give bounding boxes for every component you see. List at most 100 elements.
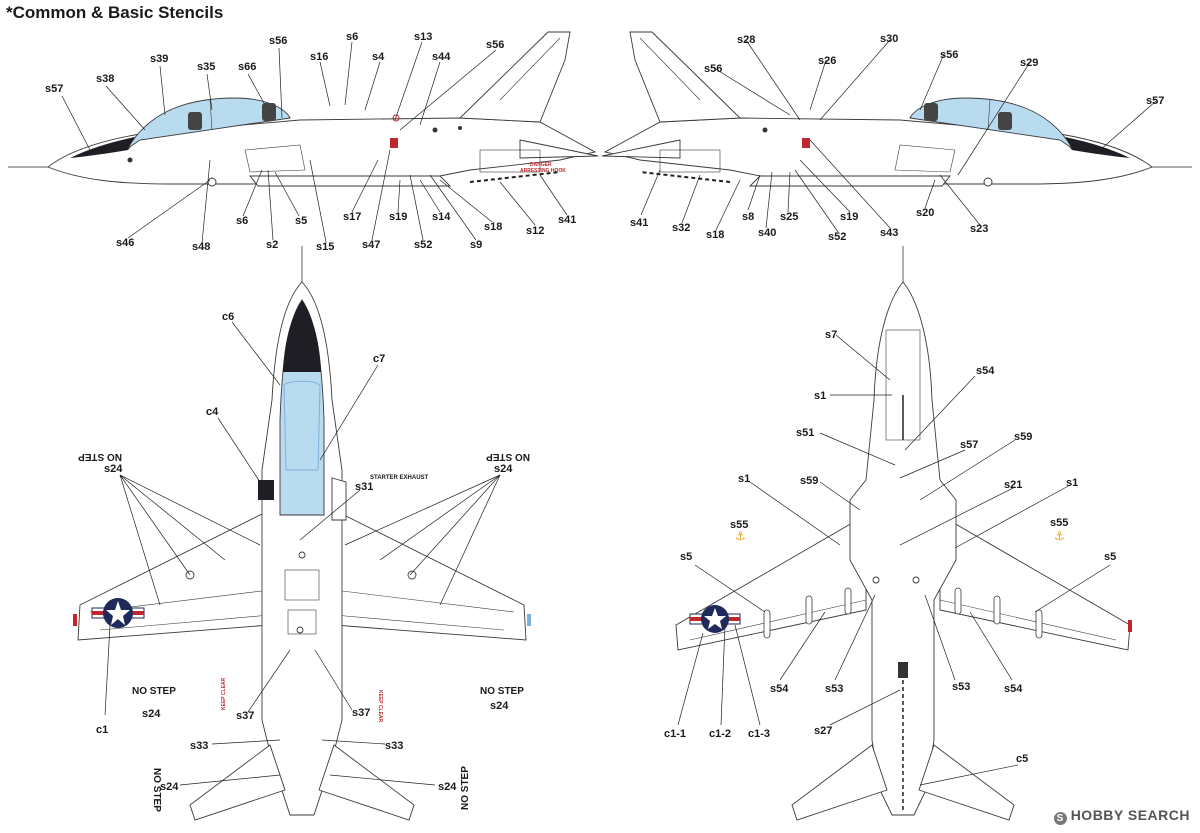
label-s7: s7 <box>825 329 837 341</box>
side-view-left: DANGER ARRESTING HOOK <box>8 31 599 187</box>
label-s14: s14 <box>432 211 451 223</box>
label-s40: s40 <box>758 227 776 239</box>
label-s17: s17 <box>343 211 361 223</box>
danger-text-left: DANGER <box>530 162 552 168</box>
label-s20: s20 <box>916 207 934 219</box>
label-s57: s57 <box>45 83 63 95</box>
label-s41b: s41 <box>630 217 648 229</box>
label-s54a: s54 <box>976 365 995 377</box>
label-s29: s29 <box>1020 57 1038 69</box>
label-s57c: s57 <box>960 439 978 451</box>
right-stab-top <box>318 744 415 821</box>
label-s48: s48 <box>192 241 210 253</box>
fuselage-left <box>47 117 597 185</box>
label-s12: s12 <box>526 225 544 237</box>
no-step-top-right: NO STEP <box>486 451 530 462</box>
label-s18: s18 <box>484 221 502 233</box>
label-s4: s4 <box>372 51 385 63</box>
label-s23: s23 <box>970 223 988 235</box>
label-s6: s6 <box>346 31 358 43</box>
label-s35: s35 <box>197 61 215 73</box>
label-s24d: s24 <box>490 700 509 712</box>
label-s39: s39 <box>150 53 168 65</box>
roundel-top <box>91 598 145 628</box>
label-layer: s57 s38 s39 s35 s66 s56 s16 s6 s4 s13 s4… <box>45 31 1164 793</box>
label-s33a: s33 <box>190 740 208 752</box>
label-c7: c7 <box>373 353 385 365</box>
label-s2: s2 <box>266 239 278 251</box>
label-s32: s32 <box>672 222 690 234</box>
label-s59b: s59 <box>800 475 818 487</box>
label-s44: s44 <box>432 51 451 63</box>
label-s24b: s24 <box>494 463 513 475</box>
label-s41: s41 <box>558 214 576 226</box>
hazard-mark-right: ⚓ <box>1054 529 1065 543</box>
label-s6b: s6 <box>236 215 248 227</box>
vertical-tail-left <box>458 31 571 123</box>
label-s37a: s37 <box>236 710 254 722</box>
label-s56c: s56 <box>704 63 722 75</box>
no-step-stab-right: NO STEP <box>460 766 471 810</box>
label-s5: s5 <box>295 215 307 227</box>
label-s31: s31 <box>355 481 373 493</box>
label-s30: s30 <box>880 33 898 45</box>
label-s1b: s1 <box>738 473 750 485</box>
keep-clear-left: KEEP CLEAR <box>221 677 227 710</box>
fuselage-bottom <box>849 281 957 816</box>
label-s54b: s54 <box>770 683 789 695</box>
label-s38: s38 <box>96 73 114 85</box>
right-wing-bottom <box>939 514 1131 651</box>
label-s5b: s5 <box>1104 551 1116 563</box>
label-c5: c5 <box>1016 753 1028 765</box>
anti-glare-top <box>283 300 321 372</box>
no-step-bottom-right: NO STEP <box>480 686 524 697</box>
top-view: KEEP CLEAR KEEP CLEAR NO STEP NO STEP NO… <box>73 246 531 821</box>
anti-glare-panel <box>70 136 140 158</box>
no-step-stab-left: NO STEP <box>151 768 162 812</box>
label-s57b: s57 <box>1146 95 1164 107</box>
label-s52b: s52 <box>828 231 846 243</box>
roundel-bottom <box>689 605 741 633</box>
label-s19: s19 <box>389 211 407 223</box>
label-s25: s25 <box>780 211 798 223</box>
stencil-s13-mark <box>390 138 398 148</box>
canopy-left <box>127 97 291 149</box>
label-s66: s66 <box>238 61 256 73</box>
left-wing-bottom <box>675 514 867 651</box>
label-s8: s8 <box>742 211 754 223</box>
label-s1c: s1 <box>1066 477 1078 489</box>
label-s24c: s24 <box>142 708 161 720</box>
label-s43: s43 <box>880 227 898 239</box>
keep-clear-right: KEEP CLEAR <box>377 690 383 723</box>
label-c6: c6 <box>222 311 234 323</box>
label-s16: s16 <box>310 51 328 63</box>
label-s37b: s37 <box>352 707 370 719</box>
bottom-view: ⚓ ⚓ <box>675 246 1132 821</box>
label-s21: s21 <box>1004 479 1022 491</box>
watermark-text: HOBBY SEARCH <box>1070 807 1190 823</box>
right-wing-top <box>333 509 527 641</box>
side-view-right <box>601 31 1192 187</box>
label-s26: s26 <box>818 55 836 67</box>
arresting-hook-text-left: ARRESTING HOOK <box>520 168 566 174</box>
label-c1-1: c1-1 <box>664 728 686 740</box>
stabilizer-left <box>519 139 599 159</box>
label-s27: s27 <box>814 725 832 737</box>
label-s54c: s54 <box>1004 683 1023 695</box>
page-title: *Common & Basic Stencils <box>6 3 224 22</box>
label-s5a: s5 <box>680 551 692 563</box>
label-s55b: s55 <box>1050 517 1068 529</box>
label-s18b: s18 <box>706 229 724 241</box>
seat-front <box>188 112 202 130</box>
side-leaders <box>61 39 1157 244</box>
label-s53b: s53 <box>952 681 970 693</box>
label-s9: s9 <box>470 239 482 251</box>
label-s56: s56 <box>269 35 287 47</box>
label-s51: s51 <box>796 427 814 439</box>
label-s46: s46 <box>116 237 134 249</box>
label-s52: s52 <box>414 239 432 251</box>
label-s28: s28 <box>737 34 755 46</box>
